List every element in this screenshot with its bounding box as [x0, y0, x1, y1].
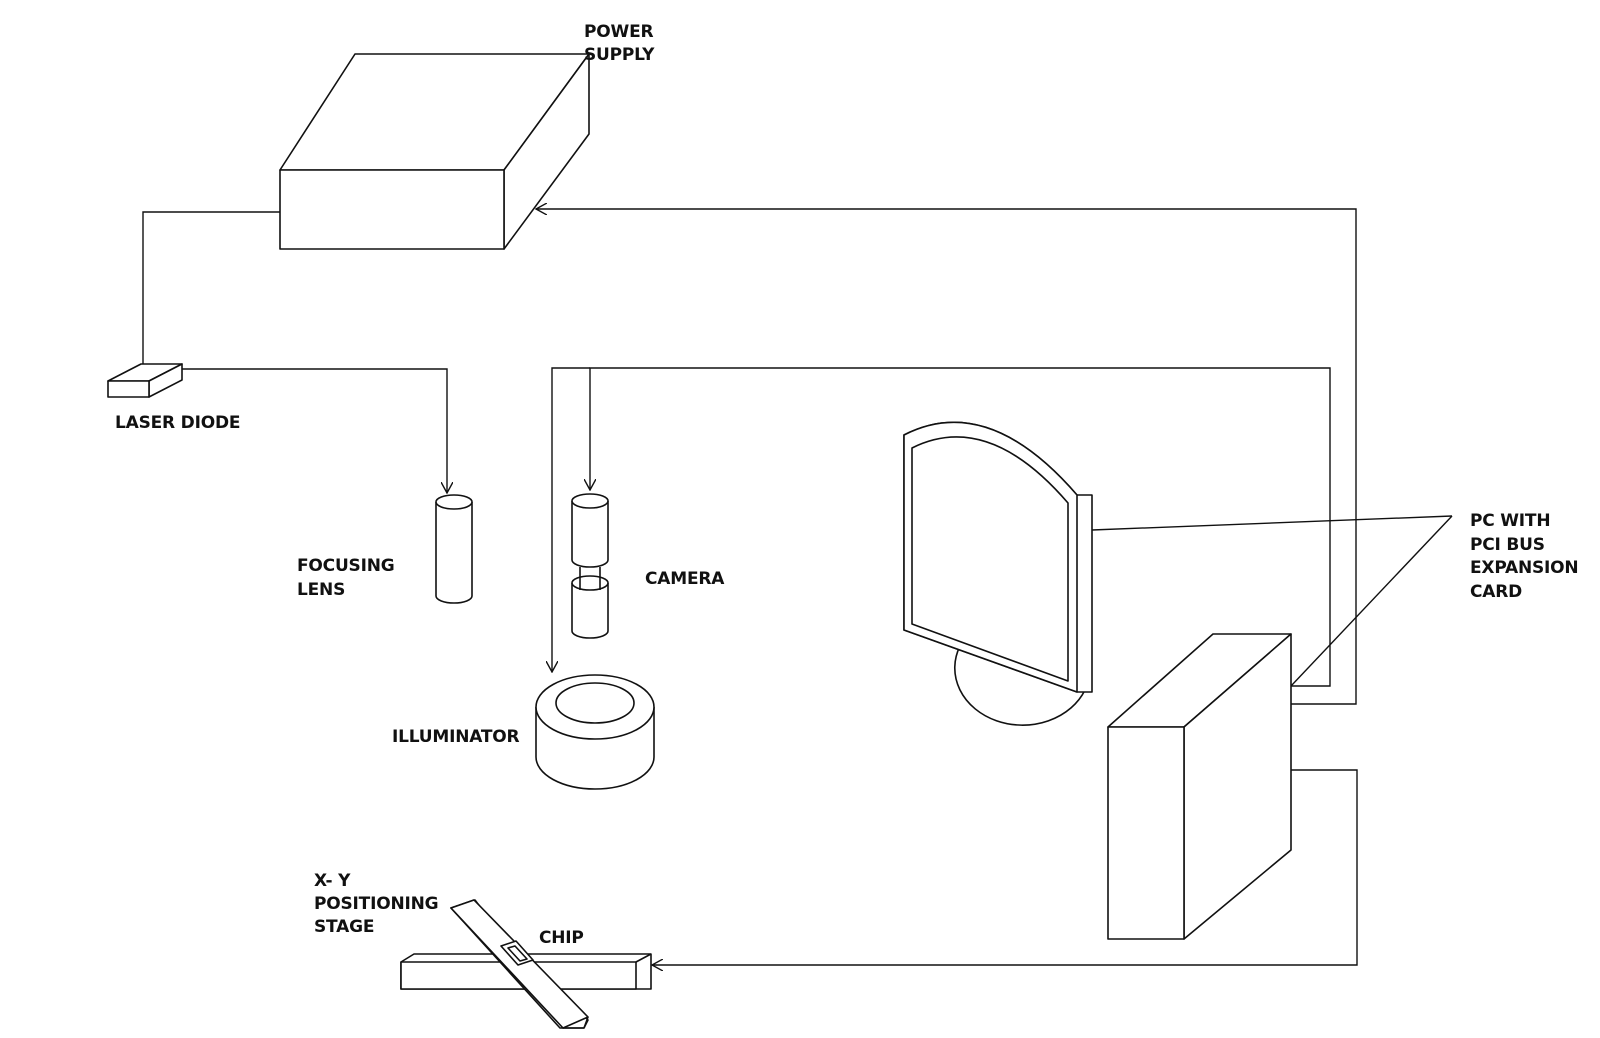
- label-power-supply-2: SUPPLY: [584, 45, 655, 65]
- leader-tower-pc: [1290, 515, 1453, 687]
- focusing-lens: [435, 494, 473, 604]
- wire-pc-to-camera: [590, 367, 1331, 687]
- pc-tower: [1107, 633, 1292, 940]
- wire-power-to-laser: [142, 211, 280, 364]
- label-stage-2: POSITIONING: [314, 894, 438, 914]
- label-illuminator: ILLUMINATOR: [392, 727, 520, 747]
- camera: [571, 493, 609, 639]
- label-pc-2: PCI BUS: [1470, 535, 1545, 555]
- illuminator: [535, 674, 655, 790]
- laser-diode: [107, 363, 183, 398]
- monitor: [903, 421, 1093, 726]
- label-stage-1: X- Y: [314, 871, 351, 891]
- power-supply-box: [279, 53, 590, 250]
- wire-pc-to-power: [536, 209, 1357, 705]
- label-focusing-1: FOCUSING: [297, 556, 395, 576]
- label-pc-3: EXPANSION: [1470, 558, 1578, 578]
- label-pc-1: PC WITH: [1470, 511, 1550, 531]
- leader-monitor-pc: [1091, 515, 1453, 531]
- label-chip: CHIP: [539, 928, 584, 948]
- label-power-supply-1: POWER: [584, 22, 653, 42]
- wire-pc-to-illuminator: [552, 367, 590, 672]
- xy-stage: [400, 899, 652, 1029]
- wire-pc-to-stage: [652, 769, 1358, 965]
- label-laser-diode: LASER DIODE: [115, 413, 240, 433]
- label-focusing-2: LENS: [297, 580, 345, 600]
- label-pc-4: CARD: [1470, 582, 1522, 602]
- label-camera: CAMERA: [645, 569, 725, 589]
- chip: [500, 940, 534, 966]
- label-stage-3: STAGE: [314, 917, 374, 937]
- wire-laser-to-lens: [182, 368, 447, 493]
